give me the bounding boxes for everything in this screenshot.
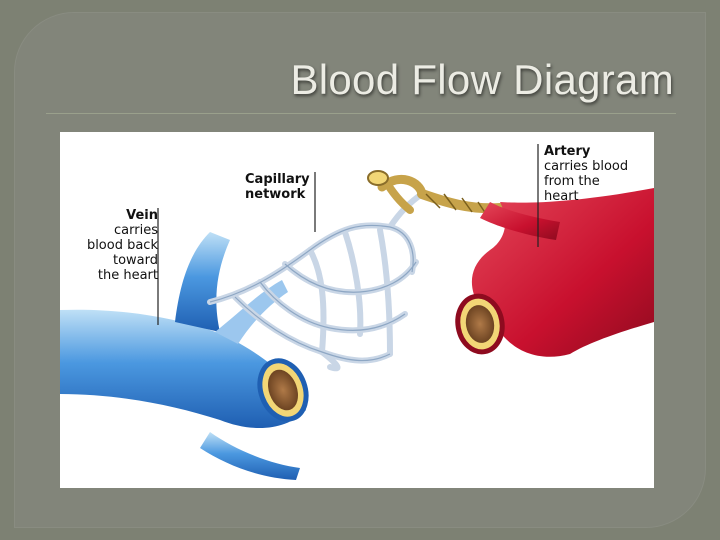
vein-label-line: blood back (86, 238, 158, 253)
title-divider (46, 113, 676, 114)
vein-label-line: the heart (97, 268, 158, 283)
slide-title: Blood Flow Diagram (290, 56, 674, 103)
capillary-label-line: network (245, 187, 306, 202)
vein-label-line: toward (112, 253, 158, 268)
blood-vessel-illustration (60, 144, 654, 480)
diagram-panel: Vein carries blood back toward the heart… (60, 132, 654, 488)
artery-label-heading: Artery (544, 144, 591, 159)
artery-label-line: carries blood (544, 159, 629, 174)
arteriole (367, 170, 505, 215)
vein-label: Vein carries blood back toward the heart (87, 208, 158, 283)
vein-label-heading: Vein (126, 208, 158, 223)
capillary-label: Capillary network (245, 172, 310, 202)
artery-label-line: heart (544, 189, 579, 204)
capillary-label-line: Capillary (245, 172, 310, 187)
vein-label-line: carries (114, 223, 158, 238)
label-leaders (157, 144, 539, 325)
artery-label: Artery carries blood from the heart (544, 144, 628, 204)
capillary-network (207, 191, 425, 372)
artery (455, 188, 654, 357)
artery-label-line: from the (544, 174, 600, 189)
